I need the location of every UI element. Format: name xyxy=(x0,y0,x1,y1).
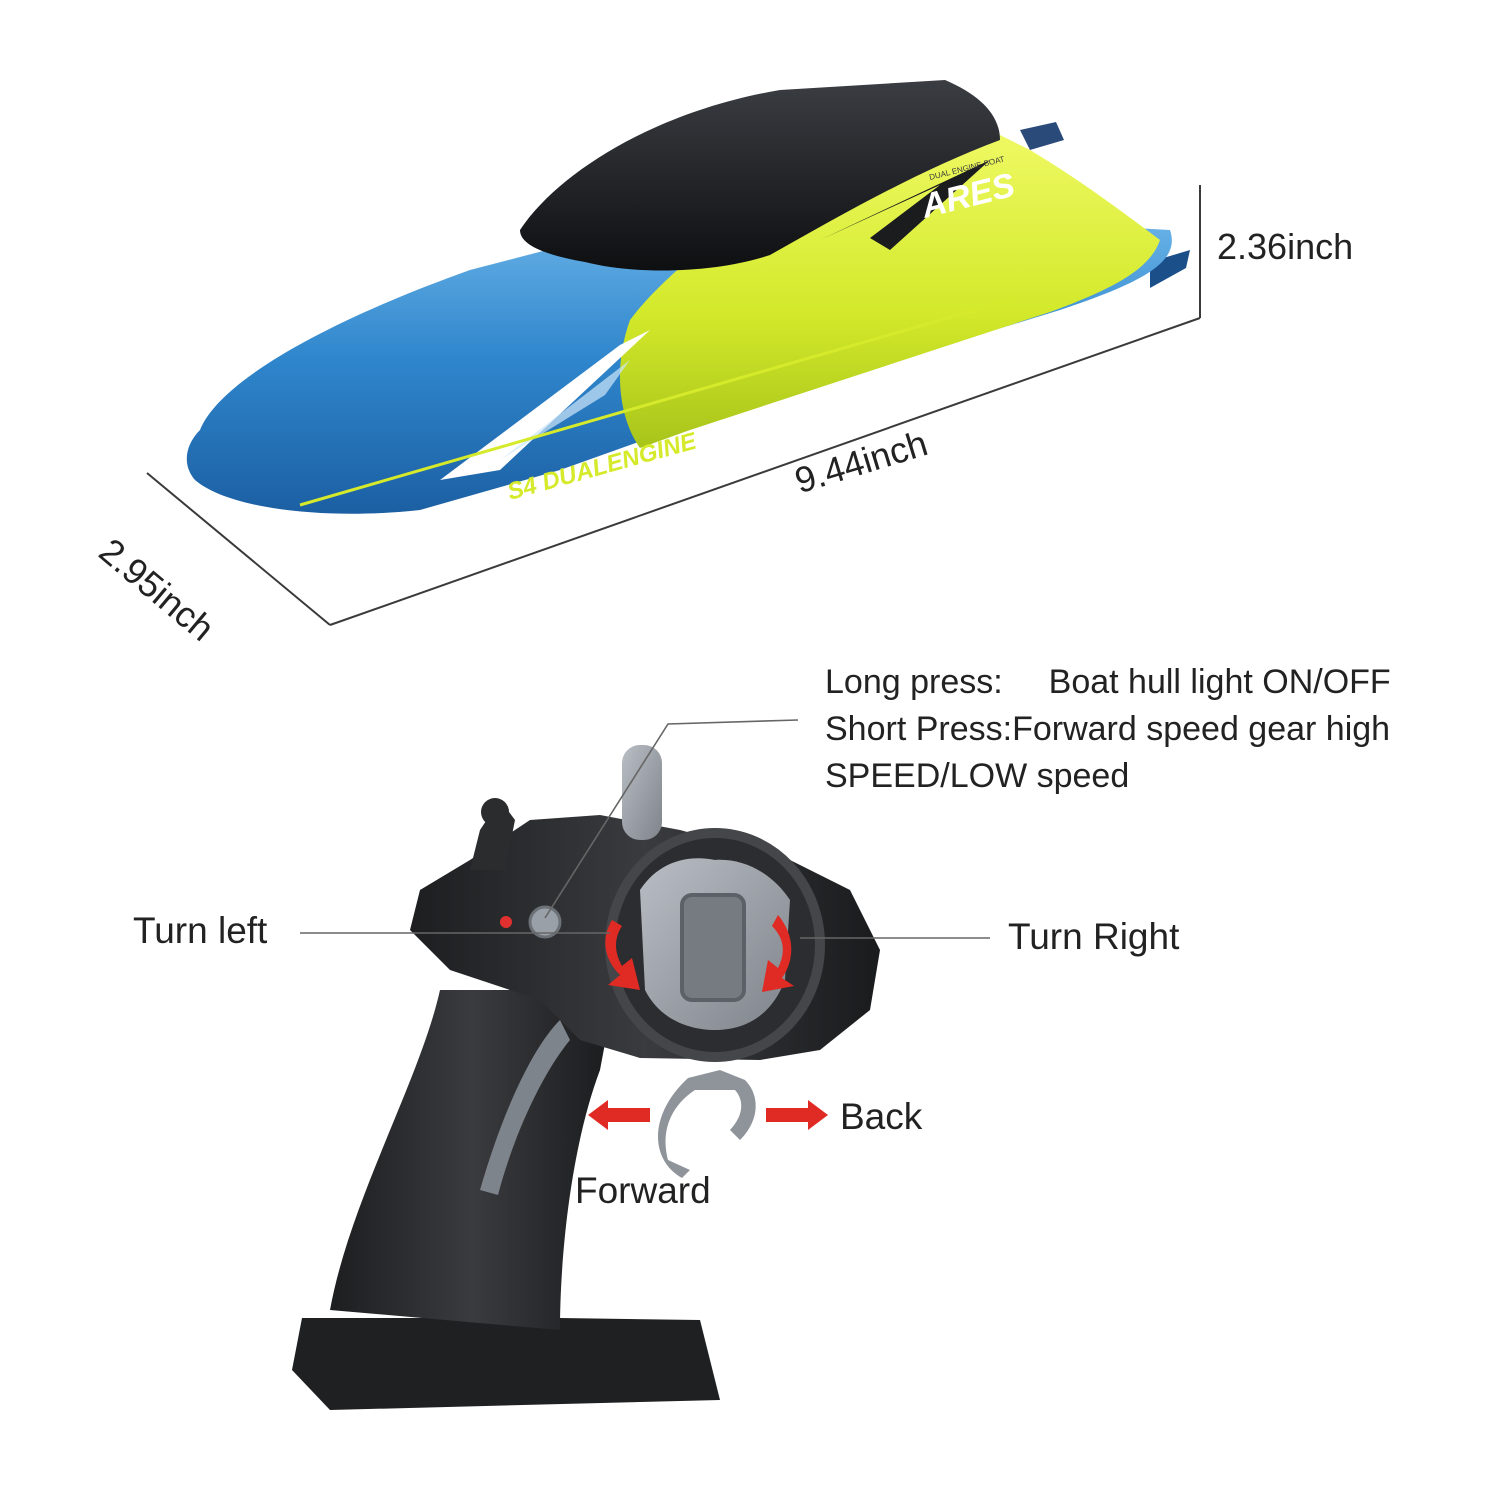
back-arrow xyxy=(766,1100,828,1130)
speed-button xyxy=(622,745,662,840)
forward-arrow xyxy=(588,1100,650,1130)
turn-left-arrow xyxy=(605,920,640,990)
short-press-label: Short Press: xyxy=(825,710,1013,748)
dim-width-line xyxy=(146,472,331,626)
turn-right-arrow xyxy=(762,915,794,992)
speed-button-info: Long press: Boat hull light ON/OFF Short … xyxy=(825,659,1391,800)
turn-right-label: Turn Right xyxy=(1008,916,1180,957)
boat-propeller xyxy=(1020,122,1064,150)
short-press-text: Forward speed gear high xyxy=(1012,710,1391,748)
remote-base-foot xyxy=(292,1318,720,1410)
remote-grip-stripe xyxy=(480,1020,570,1195)
remote-antenna-tip xyxy=(481,798,509,826)
boat-hull-yellow xyxy=(619,110,1160,448)
leader-speed-button xyxy=(544,719,799,919)
steering-wheel-slot xyxy=(680,893,746,1002)
throttle-trigger xyxy=(657,1070,756,1178)
boat-chevron-decal xyxy=(820,160,990,250)
turn-left-label: Turn left xyxy=(133,910,268,951)
long-press-text: Boat hull light ON/OFF xyxy=(1048,663,1391,701)
long-press-label: Long press: xyxy=(825,663,1003,701)
leader-lines xyxy=(300,719,990,939)
dimension-lines xyxy=(146,185,1201,626)
remote-grip xyxy=(330,990,615,1330)
boat-waterline xyxy=(299,298,1011,507)
boat-white-stripe xyxy=(440,330,650,480)
dim-length-line xyxy=(329,317,1201,626)
long-press-line: Long press: Boat hull light ON/OFF xyxy=(825,659,1391,706)
forward-label: Forward xyxy=(575,1170,711,1211)
trim-button xyxy=(528,905,562,939)
dimension-height-label: 2.36inch xyxy=(1217,226,1354,267)
short-press-line-2: SPEED/LOW speed xyxy=(825,757,1130,795)
boat-light-stripe xyxy=(500,360,630,460)
power-led xyxy=(500,916,512,928)
boat-canopy xyxy=(520,80,1000,271)
short-press-line: Short Press:Forward speed gear high xyxy=(825,706,1391,753)
back-label: Back xyxy=(840,1096,923,1137)
rc-boat: ARES DUAL ENGINE BOAT S4 DUALENGINE xyxy=(186,80,1190,514)
direction-arrows xyxy=(588,1100,828,1130)
remote-controller xyxy=(292,745,880,1410)
